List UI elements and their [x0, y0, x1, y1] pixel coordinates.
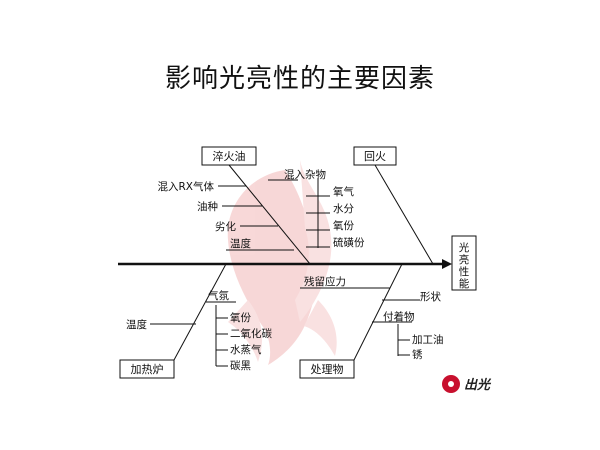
- bone-furnace: [173, 263, 227, 361]
- category-label: 加热炉: [131, 363, 164, 376]
- logo-icon: [442, 374, 460, 393]
- effect-box: [451, 235, 477, 291]
- bone-tempering: [374, 164, 434, 265]
- watermark-flame: [227, 160, 337, 365]
- bone-quench-oil: [228, 164, 311, 265]
- cause-label: 劣化: [215, 220, 236, 233]
- cause-label: 氧份: [333, 219, 354, 232]
- cause-label: 氧气: [333, 185, 354, 198]
- cause-label: 水蒸气: [230, 343, 262, 356]
- cause-label: 形状: [420, 290, 441, 303]
- logo-text: 出光: [464, 378, 491, 393]
- spine-arrowhead: [442, 259, 452, 269]
- cause-label: 水分: [333, 203, 354, 215]
- sub-head-label: 付着物: [383, 310, 415, 323]
- effect-char: 能: [459, 277, 470, 290]
- category-box-treatment: [299, 359, 355, 379]
- cause-label: 硫磺份: [333, 236, 365, 249]
- effect-char: 亮: [459, 253, 470, 266]
- cause-label: 残留应力: [304, 275, 346, 288]
- effect-char: 光: [459, 241, 470, 254]
- bone-treatment: [353, 263, 403, 361]
- cause-label: 温度: [126, 318, 147, 331]
- page-title: 影响光亮性的主要因素: [164, 64, 435, 94]
- category-label: 回火: [364, 150, 386, 163]
- sub-head-label: 气氛: [208, 289, 229, 302]
- cause-label: 锈: [412, 348, 423, 361]
- cause-label: 氧份: [230, 311, 251, 324]
- sub-head-label: 混入杂物: [284, 168, 326, 181]
- company-logo: 出光: [442, 374, 490, 393]
- category-label: 处理物: [311, 362, 344, 376]
- cause-label: 油种: [197, 200, 218, 213]
- cause-label: 碳黑: [230, 359, 251, 372]
- category-label: 淬火油: [213, 149, 246, 163]
- cause-label: 混入RX气体: [158, 180, 215, 193]
- effect-char: 性: [459, 265, 470, 278]
- category-box-furnace: [119, 359, 175, 379]
- cause-label: 温度: [230, 237, 251, 250]
- cause-label: 加工油: [412, 333, 444, 346]
- cause-label: 二氧化碳: [230, 327, 272, 340]
